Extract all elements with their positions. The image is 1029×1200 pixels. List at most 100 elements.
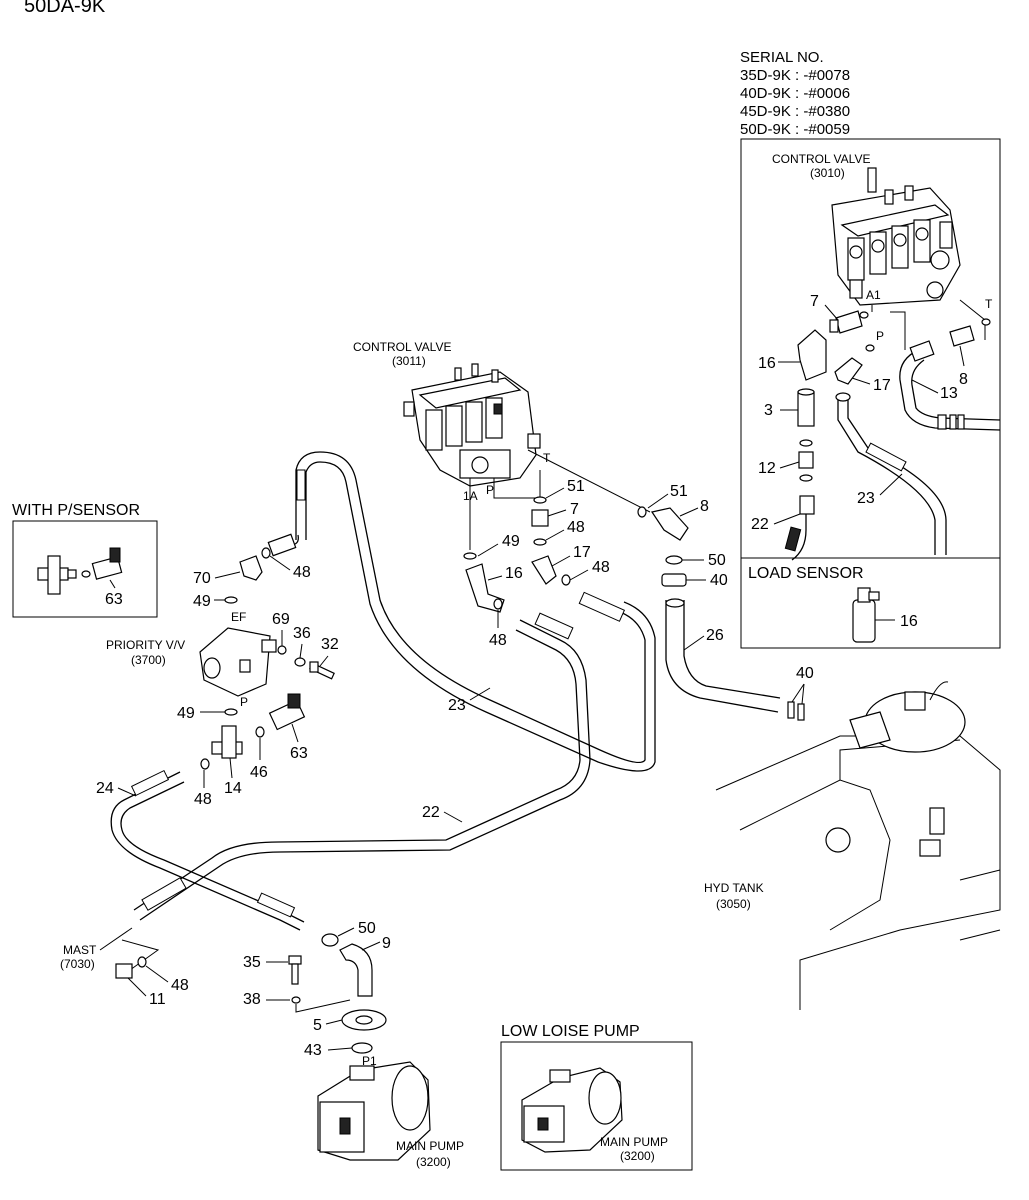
inset-hose-22 (784, 495, 815, 561)
inset-callout: 13 (940, 385, 958, 402)
serial-line: 40D-9K : -#0006 (740, 85, 850, 102)
callout-35: 35 (243, 954, 261, 971)
with-psensor-frame (12, 520, 158, 618)
inset-callout: 16 (758, 355, 776, 372)
inset-callout: 12 (758, 460, 776, 477)
psensor-63 (268, 693, 306, 731)
inset-hose-13 (899, 340, 1001, 431)
fitting-70 (239, 533, 297, 581)
low-noise-pump-illustration (521, 1067, 623, 1153)
serial-line: 35D-9K : -#0078 (740, 67, 850, 84)
serial-line: 45D-9K : -#0380 (740, 103, 850, 120)
inset-fitting-3 (797, 388, 815, 427)
inset-port-a1: A1 (866, 288, 881, 302)
callout-7: 7 (570, 501, 579, 518)
callout-63: 63 (290, 745, 308, 762)
callout-24: 24 (96, 780, 114, 797)
hyd-tank-illustration (715, 681, 1001, 1010)
callout-48a: 48 (567, 519, 585, 536)
load-sensor-section: LOAD SENSOR 16 (748, 565, 918, 643)
callout-16: 16 (505, 565, 523, 582)
inset-hose-23 (835, 392, 947, 555)
main-pump-name: MAIN PUMP (396, 1139, 464, 1153)
cv-port-p: P (486, 483, 494, 497)
serial-heading: SERIAL NO. (740, 49, 824, 66)
callout-17: 17 (573, 544, 591, 561)
callout-26: 26 (706, 627, 724, 644)
inset-fitting-8 (949, 325, 975, 347)
inset-callout: 17 (873, 377, 891, 394)
callout-51b: 51 (670, 483, 688, 500)
hose-23 (289, 451, 656, 772)
inset-port-t: T (985, 297, 993, 311)
control-valve-3011: CONTROL VALVE (3011) (353, 340, 541, 487)
inset-valve-name: CONTROL VALVE (772, 152, 870, 166)
callout-48d: 48 (293, 564, 311, 581)
control-valve-name: CONTROL VALVE (353, 340, 451, 354)
main-pump-3200: MAIN PUMP (3200) (317, 1061, 464, 1169)
pump-port-p1: P1 (362, 1054, 377, 1068)
load-sensor-callout: 16 (900, 613, 918, 630)
callout-46: 46 (250, 764, 268, 781)
callout-22: 22 (422, 804, 440, 821)
mast-name: MAST (63, 943, 97, 957)
inset-callout: 23 (857, 490, 875, 507)
tee-14 (211, 725, 243, 759)
with-psensor-title: WITH P/SENSOR (12, 502, 140, 519)
inset-callout: 8 (959, 371, 968, 388)
pv-port-p: P (240, 695, 248, 709)
hose-26 (665, 598, 781, 713)
callout-11: 11 (149, 991, 166, 1008)
page-title: 50DA-9K (24, 0, 106, 17)
with-psensor-section: WITH P/SENSOR 63 (12, 502, 158, 618)
callout-40b: 40 (796, 665, 814, 682)
inset-elbow-17 (834, 357, 863, 385)
control-valve-illustration (403, 363, 541, 487)
bolt-32 (309, 661, 335, 680)
bolt-35 (288, 955, 302, 985)
callout-32: 32 (321, 636, 339, 653)
callout-36: 36 (293, 625, 311, 642)
low-noise-pump-section: LOW LOISE PUMP MAIN PUMP (3200) (500, 1023, 693, 1171)
mast-7030: MAST (7030) (60, 943, 97, 971)
hyd-tank-name: HYD TANK (704, 881, 764, 895)
callout-48e: 48 (194, 791, 212, 808)
inset-elbow-16 (797, 329, 827, 381)
hyd-tank-code: (3050) (716, 897, 751, 911)
priority-valve-code: (3700) (131, 653, 166, 667)
serial-line: 50D-9K : -#0059 (740, 121, 850, 138)
callout-49c: 49 (177, 705, 195, 722)
callout-38: 38 (243, 991, 261, 1008)
plug-11 (115, 963, 133, 979)
fitting-17 (531, 555, 557, 585)
callout-48c: 48 (592, 559, 610, 576)
serial-number-block: SERIAL NO. 35D-9K : -#0078 40D-9K : -#00… (740, 49, 850, 138)
pv-port-ef: EF (231, 610, 246, 624)
callout-48b: 48 (489, 632, 507, 649)
low-noise-pump-name: MAIN PUMP (600, 1135, 668, 1149)
low-noise-pump-frame (500, 1041, 693, 1171)
mast-code: (7030) (60, 957, 95, 971)
clamp-40 (787, 701, 805, 721)
callout-49b: 49 (193, 593, 211, 610)
callout-43: 43 (304, 1042, 322, 1059)
callout-40a: 40 (710, 572, 728, 589)
inset-callout: 7 (810, 293, 819, 310)
inset-callout: 22 (751, 516, 769, 533)
psensor-illustration (37, 547, 123, 595)
callout-50a: 50 (708, 552, 726, 569)
inset-control-valve-illustration (831, 167, 961, 306)
inset-frame (740, 138, 1001, 649)
callout-9: 9 (382, 935, 391, 952)
inset-control-valve-box: CONTROL VALVE (3010) A1 P T (740, 138, 1001, 649)
load-sensor-title: LOAD SENSOR (748, 565, 864, 582)
cv-port-t: T (543, 451, 551, 465)
callout-49a: 49 (502, 533, 520, 550)
priority-valve-3700: PRIORITY V/V (3700) EF P (106, 610, 277, 709)
callout-50b: 50 (358, 920, 376, 937)
callout-8: 8 (700, 498, 709, 515)
fitting-16 (463, 552, 505, 613)
callout-23: 23 (448, 697, 466, 714)
priority-valve-name: PRIORITY V/V (106, 638, 185, 652)
